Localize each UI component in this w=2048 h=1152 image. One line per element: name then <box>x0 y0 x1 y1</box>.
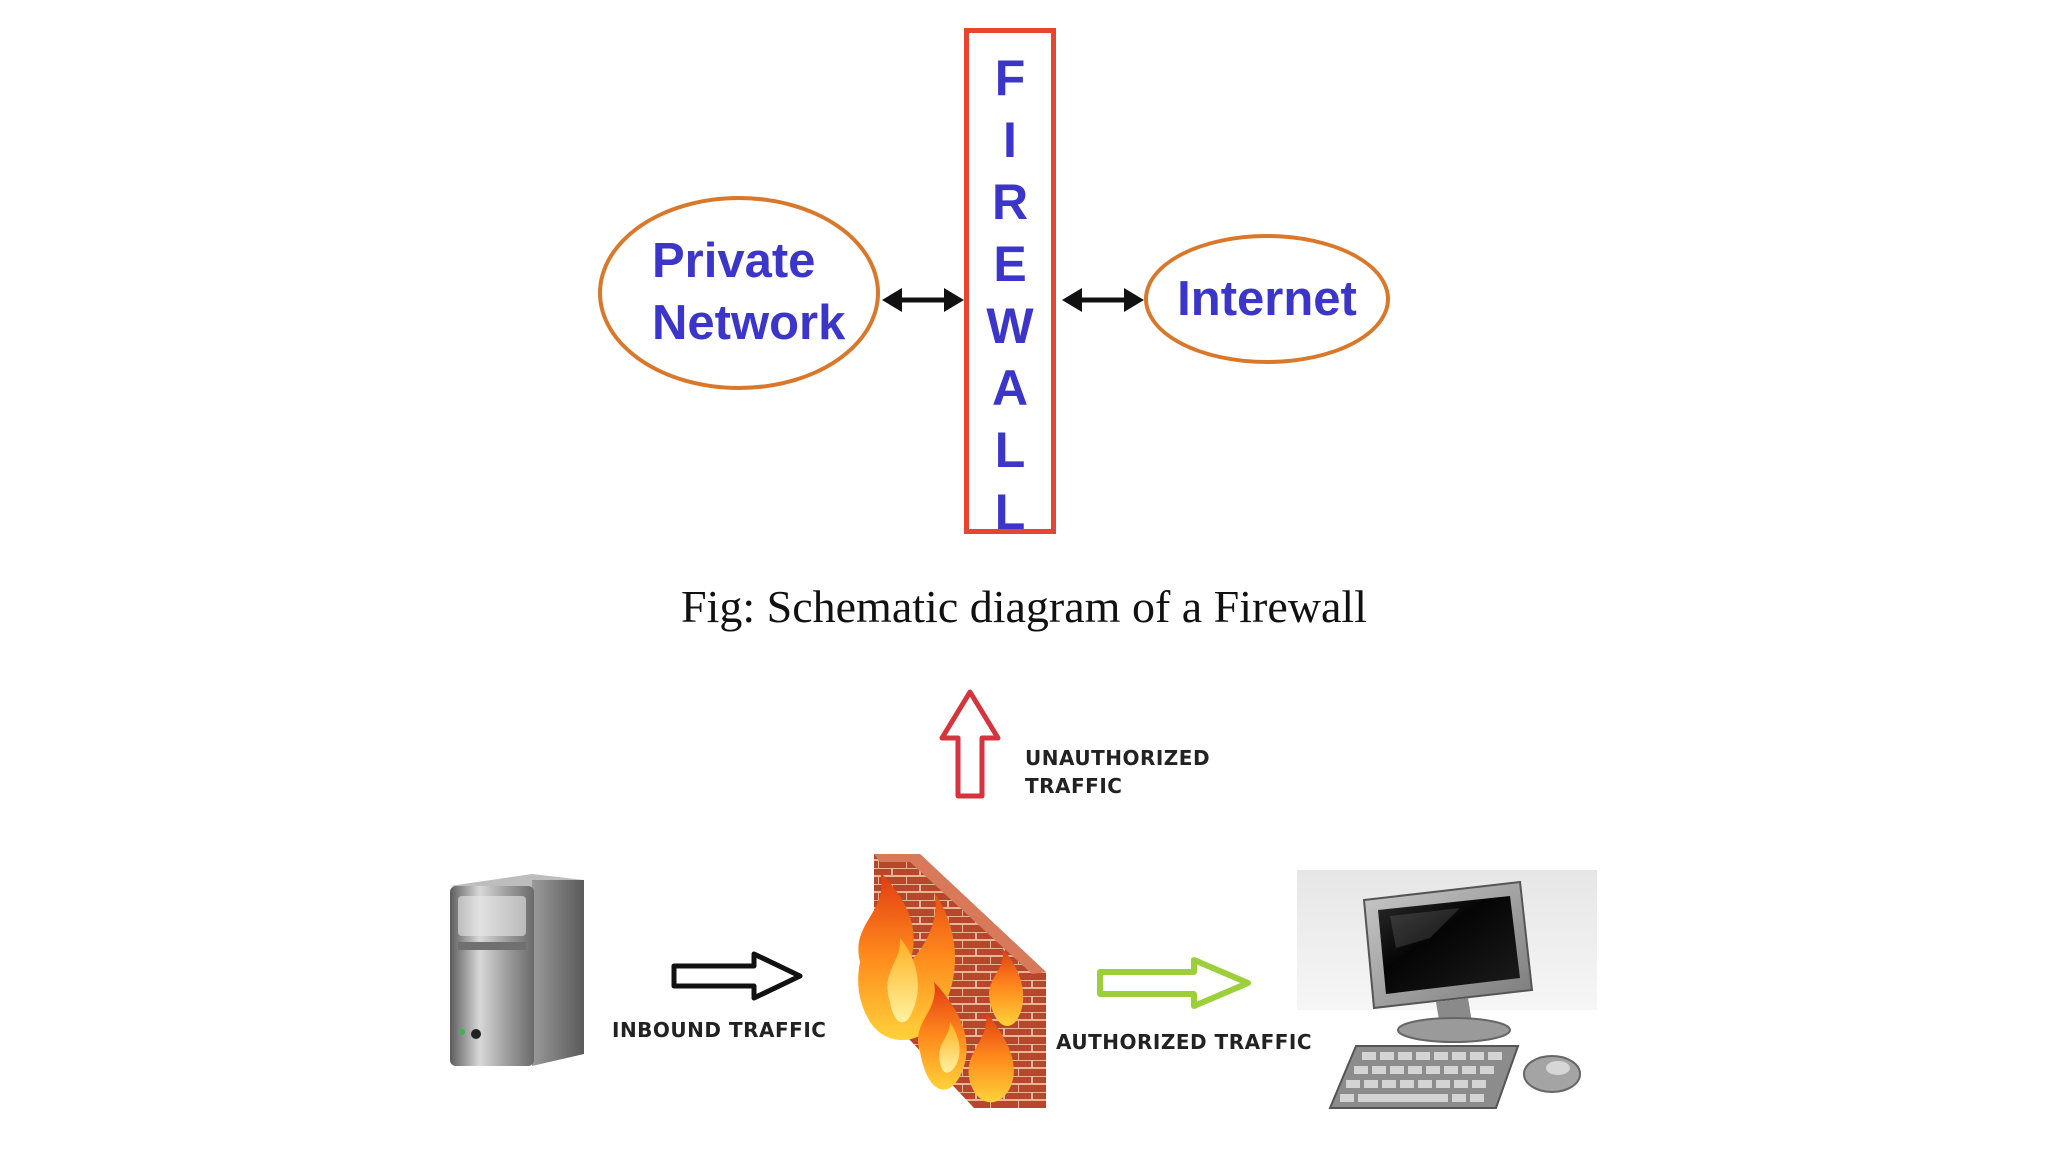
firewall-letter: I <box>1003 112 1017 168</box>
keyboard-icon <box>1328 1045 1520 1109</box>
internet-label: Internet <box>1177 272 1357 326</box>
firewall-wall-icon <box>858 854 1046 1108</box>
firewall-letter: W <box>986 298 1034 354</box>
double-arrow-right <box>1062 288 1144 312</box>
private-network-node <box>598 196 880 390</box>
private-network-label: Private Network <box>632 230 862 354</box>
authorized-arrow-icon <box>1097 957 1251 1009</box>
desktop-computer-icon <box>1362 880 1534 1043</box>
private-network-line1: Private <box>652 234 816 288</box>
double-arrow-left <box>882 288 964 312</box>
firewall-box: F I R E W A L L <box>964 28 1056 540</box>
mouse-icon <box>1523 1055 1581 1093</box>
internet-node <box>1144 234 1390 364</box>
unauthorized-line2: TRAFFIC <box>1025 774 1123 798</box>
unauthorized-line1: UNAUTHORIZED <box>1025 746 1211 770</box>
firewall-letter: L <box>994 422 1026 478</box>
private-network-line2: Network <box>652 296 846 350</box>
unauthorized-traffic-label: UNAUTHORIZED TRAFFIC <box>1025 744 1210 800</box>
figure-caption: Fig: Schematic diagram of a Firewall <box>681 581 1367 632</box>
inbound-traffic-label: INBOUND TRAFFIC <box>612 1018 827 1042</box>
firewall-letter: F <box>994 50 1026 106</box>
unauthorized-arrow-icon <box>939 689 1001 799</box>
authorized-traffic-label: AUTHORIZED TRAFFIC <box>1056 1030 1313 1054</box>
firewall-letter: R <box>991 174 1029 230</box>
server-icon <box>450 874 584 1066</box>
firewall-letter: A <box>991 360 1029 416</box>
firewall-letter: E <box>993 236 1027 292</box>
firewall-letter: L <box>994 484 1026 540</box>
inbound-arrow-icon <box>671 951 803 1001</box>
